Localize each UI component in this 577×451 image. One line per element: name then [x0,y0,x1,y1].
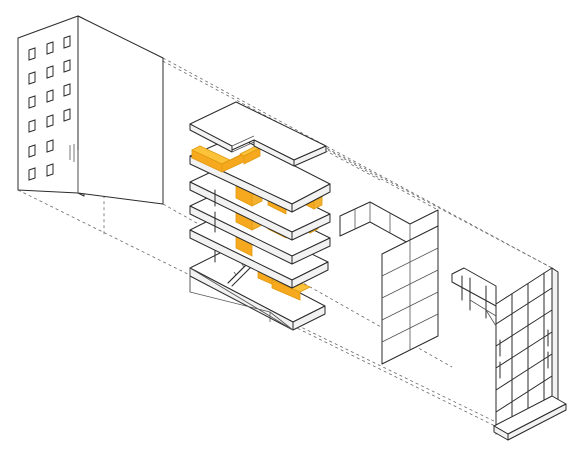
front-facade [451,267,567,441]
party-wall-windows [28,35,71,181]
floor-stack [189,101,331,331]
party-wall [17,15,164,205]
level-5-program-blocks [191,145,261,173]
ground-slab [189,251,326,331]
roof-slab [189,101,327,167]
rear-glazing [339,201,439,365]
level-5-slab [189,135,331,213]
